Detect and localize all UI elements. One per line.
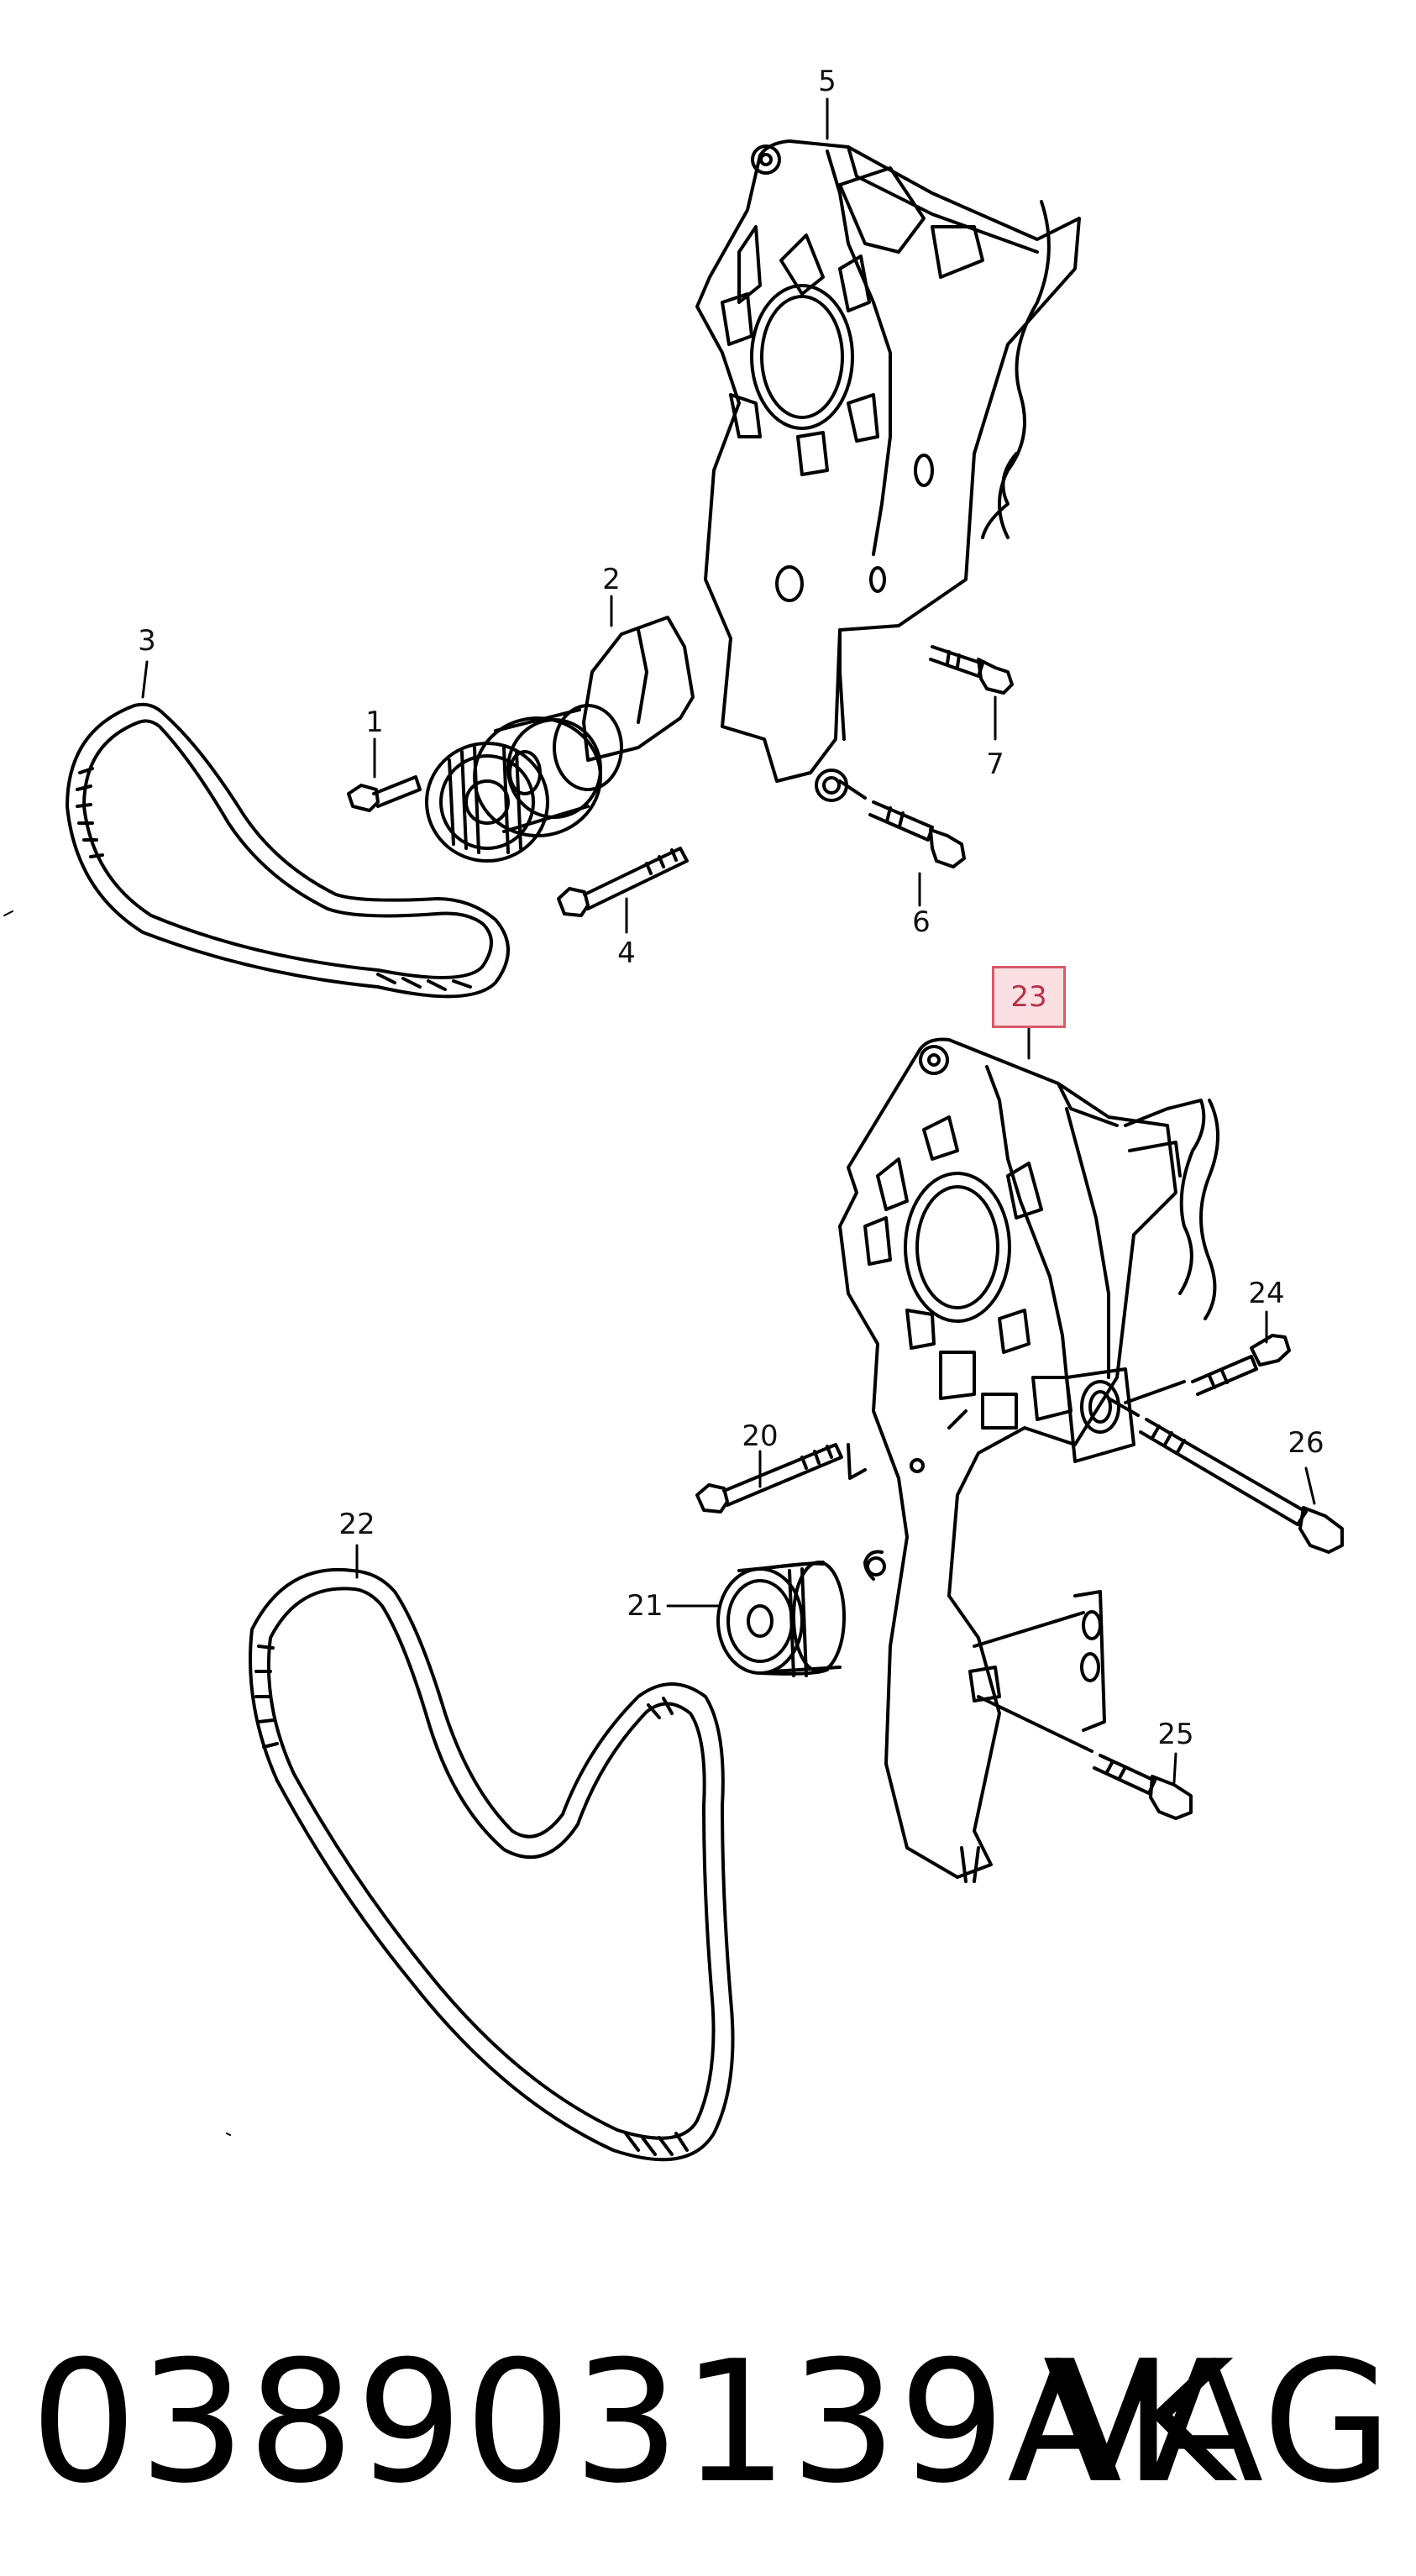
label-part-20[interactable]: 20: [742, 1419, 779, 1453]
highlight-box: [992, 966, 1066, 1028]
bolt-part-4: [557, 847, 689, 917]
label-part-24[interactable]: 24: [1248, 1277, 1285, 1310]
label-part-7[interactable]: 6: [912, 905, 931, 939]
label-part-2[interactable]: 2: [602, 563, 621, 596]
bolt-part-6: [838, 779, 966, 868]
bolt-part-1: [347, 775, 422, 812]
label-part-26[interactable]: 26: [1288, 1426, 1324, 1460]
bolt-part-24: [1124, 1334, 1291, 1404]
pulley-part-21: [716, 1561, 846, 1677]
label-part-6[interactable]: 7: [986, 748, 1004, 781]
label-part-4[interactable]: 1: [365, 706, 384, 739]
label-part-5[interactable]: 4: [617, 936, 636, 970]
upper-bracket-part-5: [695, 139, 1081, 802]
bolt-part-7: [929, 645, 1014, 695]
leader-lines: [141, 97, 1316, 1784]
label-part-25[interactable]: 25: [1157, 1718, 1194, 1751]
label-part-1[interactable]: 5: [818, 65, 836, 98]
lower-bracket-part-23: [838, 1037, 1219, 1883]
part-number-text: 038903139AK: [30, 2325, 1236, 2521]
stray-marks: [3, 910, 231, 2136]
label-part-23[interactable]: 23: [1010, 980, 1047, 1014]
tensioner-part-2: [425, 616, 695, 863]
label-part-3[interactable]: 3: [138, 624, 156, 658]
belt-part-22: [249, 1567, 735, 2162]
label-part-21[interactable]: 21: [627, 1589, 663, 1623]
belt-part-3: [66, 702, 510, 999]
bolt-part-25: [977, 1695, 1193, 1820]
parts-diagram: [3, 97, 1344, 2162]
bolt-part-20: [695, 1443, 867, 1514]
brand-text: VAG: [1042, 2325, 1394, 2521]
bolt-part-26: [1107, 1397, 1344, 1554]
label-part-22[interactable]: 22: [338, 1508, 375, 1541]
